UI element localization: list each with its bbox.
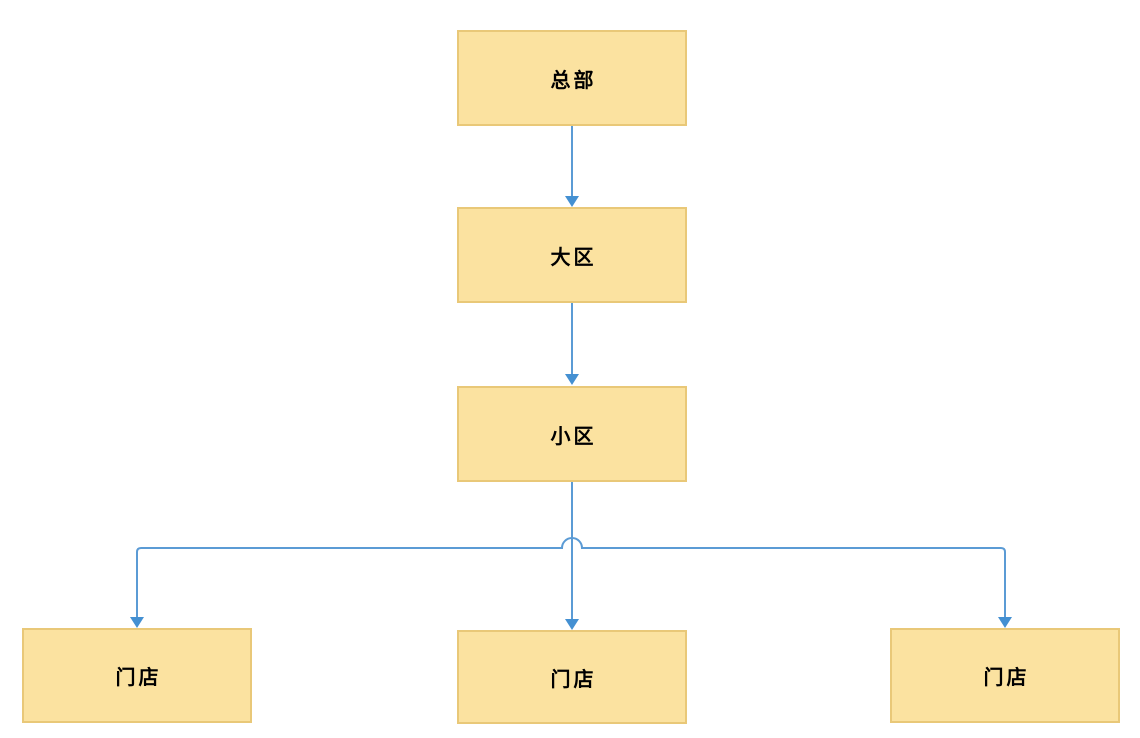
node-region-label: 大区 xyxy=(550,244,597,269)
node-store-right-label: 门店 xyxy=(983,665,1030,689)
node-district: 小区 xyxy=(457,386,687,482)
node-store-left-label: 门店 xyxy=(115,665,162,689)
node-store-left: 门店 xyxy=(22,628,252,723)
node-headquarters: 总部 xyxy=(457,30,687,126)
node-store-right: 门店 xyxy=(890,628,1120,723)
arrowhead-district-store-middle xyxy=(565,619,579,630)
node-headquarters-label: 总部 xyxy=(550,67,597,92)
node-region: 大区 xyxy=(457,207,687,303)
node-store-middle: 门店 xyxy=(457,630,687,724)
arrowhead-hq-region xyxy=(565,196,579,207)
node-store-middle-label: 门店 xyxy=(550,666,597,691)
connector-district-branch xyxy=(136,537,1006,617)
arrowhead-district-store-left xyxy=(130,617,144,628)
node-district-label: 小区 xyxy=(550,423,597,448)
arrowhead-district-store-right xyxy=(998,617,1012,628)
arrowhead-region-district xyxy=(565,374,579,385)
